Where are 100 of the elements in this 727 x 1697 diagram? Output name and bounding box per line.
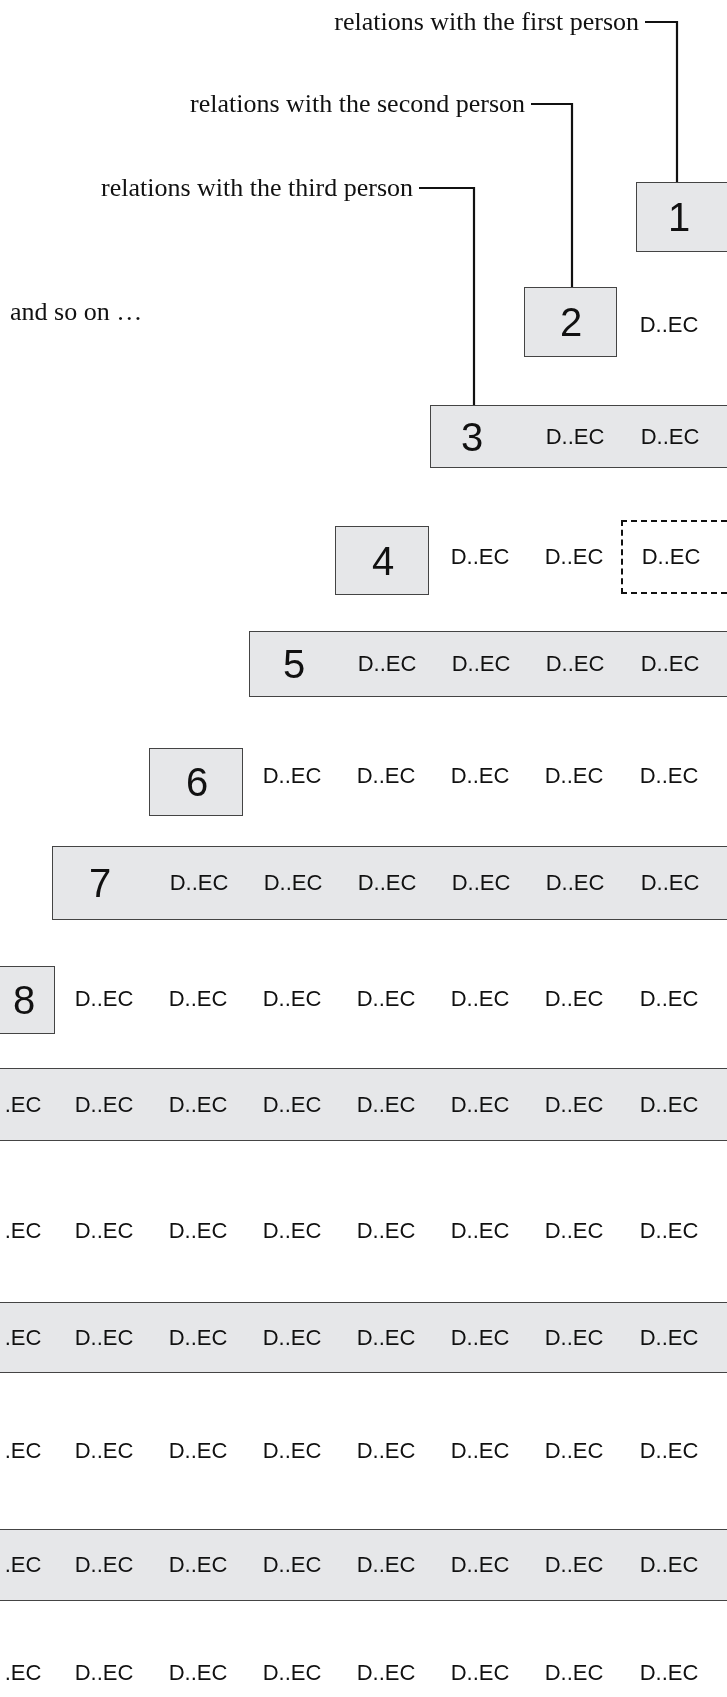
cell-text: D..EC <box>640 870 700 896</box>
row-band <box>0 1302 727 1373</box>
cell-text: D..EC <box>356 1218 416 1244</box>
cell-text: D..EC <box>356 1438 416 1464</box>
cell-text: D..EC <box>640 423 700 450</box>
dashed-box <box>621 520 727 594</box>
cell-text: D..EC <box>356 1660 416 1686</box>
cell-text: D..EC <box>356 763 416 789</box>
cell-text: D..EC <box>544 1091 604 1118</box>
cell-text: D..EC <box>168 1438 228 1464</box>
number-box <box>0 966 55 1034</box>
cell-text: D..EC <box>168 1552 228 1578</box>
number-box <box>149 748 243 816</box>
number-box <box>335 526 429 595</box>
cell-text: D..EC <box>74 1324 134 1351</box>
cell-text: D..EC <box>544 1660 604 1686</box>
number-box <box>524 287 617 357</box>
note-text: and so on … <box>10 297 143 327</box>
row-number: 3 <box>460 414 484 459</box>
cell-text: D..EC <box>544 1552 604 1578</box>
cell-text: D..EC <box>262 1438 322 1464</box>
row-number: 7 <box>88 860 112 906</box>
annotation-text: relations with the third person <box>101 173 413 203</box>
cell-text: D..EC <box>74 1552 134 1578</box>
cell-text: D..EC <box>640 651 700 677</box>
cell-text: .EC <box>4 1218 42 1244</box>
cell-text: D..EC <box>450 1660 510 1686</box>
cell-text: D..EC <box>357 651 417 677</box>
cell-text: D..EC <box>262 986 322 1012</box>
cell-text: .EC <box>4 1438 42 1464</box>
cell-text: D..EC <box>262 1091 322 1118</box>
row-number: 2 <box>559 299 583 345</box>
cell-text: .EC <box>4 1324 42 1351</box>
cell-text: D..EC <box>450 763 510 789</box>
cell-text: D..EC <box>639 1218 699 1244</box>
cell-text: D..EC <box>450 1324 510 1351</box>
cell-text: D..EC <box>262 763 322 789</box>
cell-text: D..EC <box>544 1438 604 1464</box>
leader-line <box>531 102 574 287</box>
cell-text: D..EC <box>545 651 605 677</box>
row-number: 1 <box>667 194 691 240</box>
cell-text: D..EC <box>168 1091 228 1118</box>
cell-text: D..EC <box>450 1438 510 1464</box>
cell-text: D..EC <box>639 312 699 338</box>
row-band <box>0 1068 727 1141</box>
cell-text: D..EC <box>74 986 134 1012</box>
row-band <box>52 846 727 920</box>
cell-text: .EC <box>4 1552 42 1578</box>
cell-text: D..EC <box>74 1438 134 1464</box>
cell-text: D..EC <box>544 1218 604 1244</box>
cell-text: D..EC <box>639 986 699 1012</box>
cell-text: D..EC <box>639 1660 699 1686</box>
cell-text: D..EC <box>450 1091 510 1118</box>
cell-text: D..EC <box>641 544 701 570</box>
leader-line <box>419 186 476 405</box>
cell-text: D..EC <box>74 1218 134 1244</box>
cell-text: D..EC <box>450 1218 510 1244</box>
cell-text: D..EC <box>263 870 323 896</box>
cell-text: D..EC <box>356 1324 416 1351</box>
cell-text: D..EC <box>545 870 605 896</box>
cell-text: D..EC <box>262 1324 322 1351</box>
cell-text: D..EC <box>168 1324 228 1351</box>
cell-text: D..EC <box>451 870 511 896</box>
number-box <box>636 182 727 252</box>
cell-text: D..EC <box>168 986 228 1012</box>
cell-text: D..EC <box>74 1091 134 1118</box>
cell-text: D..EC <box>450 544 510 570</box>
cell-text: D..EC <box>450 986 510 1012</box>
cell-text: .EC <box>4 1660 42 1686</box>
annotation-text: relations with the first person <box>334 7 639 37</box>
cell-text: D..EC <box>169 870 229 896</box>
cell-text: D..EC <box>357 870 417 896</box>
row-number: 4 <box>371 538 395 583</box>
cell-text: D..EC <box>545 423 605 450</box>
row-band <box>249 631 727 697</box>
cell-text: D..EC <box>262 1218 322 1244</box>
cell-text: D..EC <box>451 651 511 677</box>
row-number: 8 <box>12 977 36 1023</box>
cell-text: D..EC <box>639 763 699 789</box>
leader-line <box>645 20 679 182</box>
annotation-text: relations with the second person <box>189 89 525 119</box>
cell-text: D..EC <box>639 1091 699 1118</box>
cell-text: D..EC <box>544 544 604 570</box>
cell-text: D..EC <box>639 1552 699 1578</box>
row-band <box>430 405 727 468</box>
row-number: 5 <box>282 641 306 687</box>
cell-text: D..EC <box>544 763 604 789</box>
cell-text: D..EC <box>639 1324 699 1351</box>
cell-text: D..EC <box>168 1660 228 1686</box>
cell-text: D..EC <box>450 1552 510 1578</box>
cell-text: D..EC <box>356 986 416 1012</box>
cell-text: D..EC <box>262 1552 322 1578</box>
cell-text: D..EC <box>168 1218 228 1244</box>
cell-text: D..EC <box>639 1438 699 1464</box>
cell-text: D..EC <box>544 1324 604 1351</box>
cell-text: D..EC <box>262 1660 322 1686</box>
cell-text: D..EC <box>356 1091 416 1118</box>
cell-text: .EC <box>4 1091 42 1118</box>
cell-text: D..EC <box>74 1660 134 1686</box>
row-number: 6 <box>185 759 209 805</box>
